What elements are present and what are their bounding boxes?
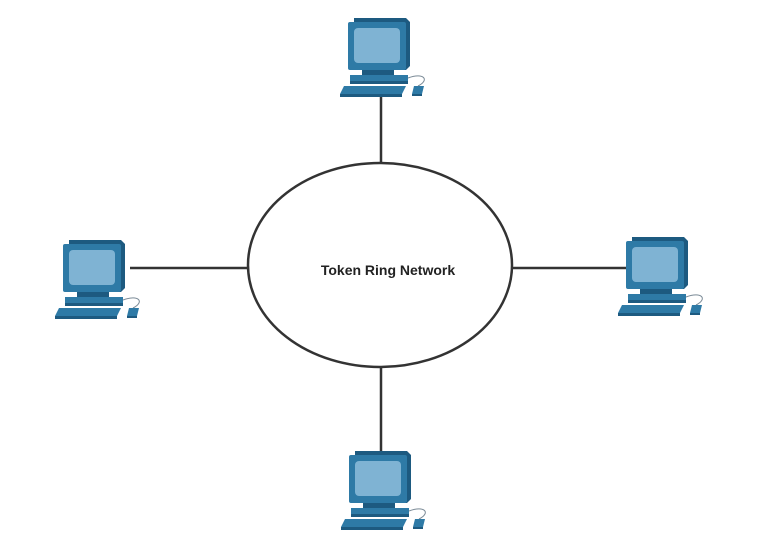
computer-right-icon <box>617 236 703 317</box>
computer-bottom-icon <box>340 450 426 531</box>
computer-top-icon <box>339 17 425 98</box>
token-ring <box>246 161 514 369</box>
computer-left-icon <box>54 239 140 320</box>
ring-label: Token Ring Network <box>321 262 456 278</box>
